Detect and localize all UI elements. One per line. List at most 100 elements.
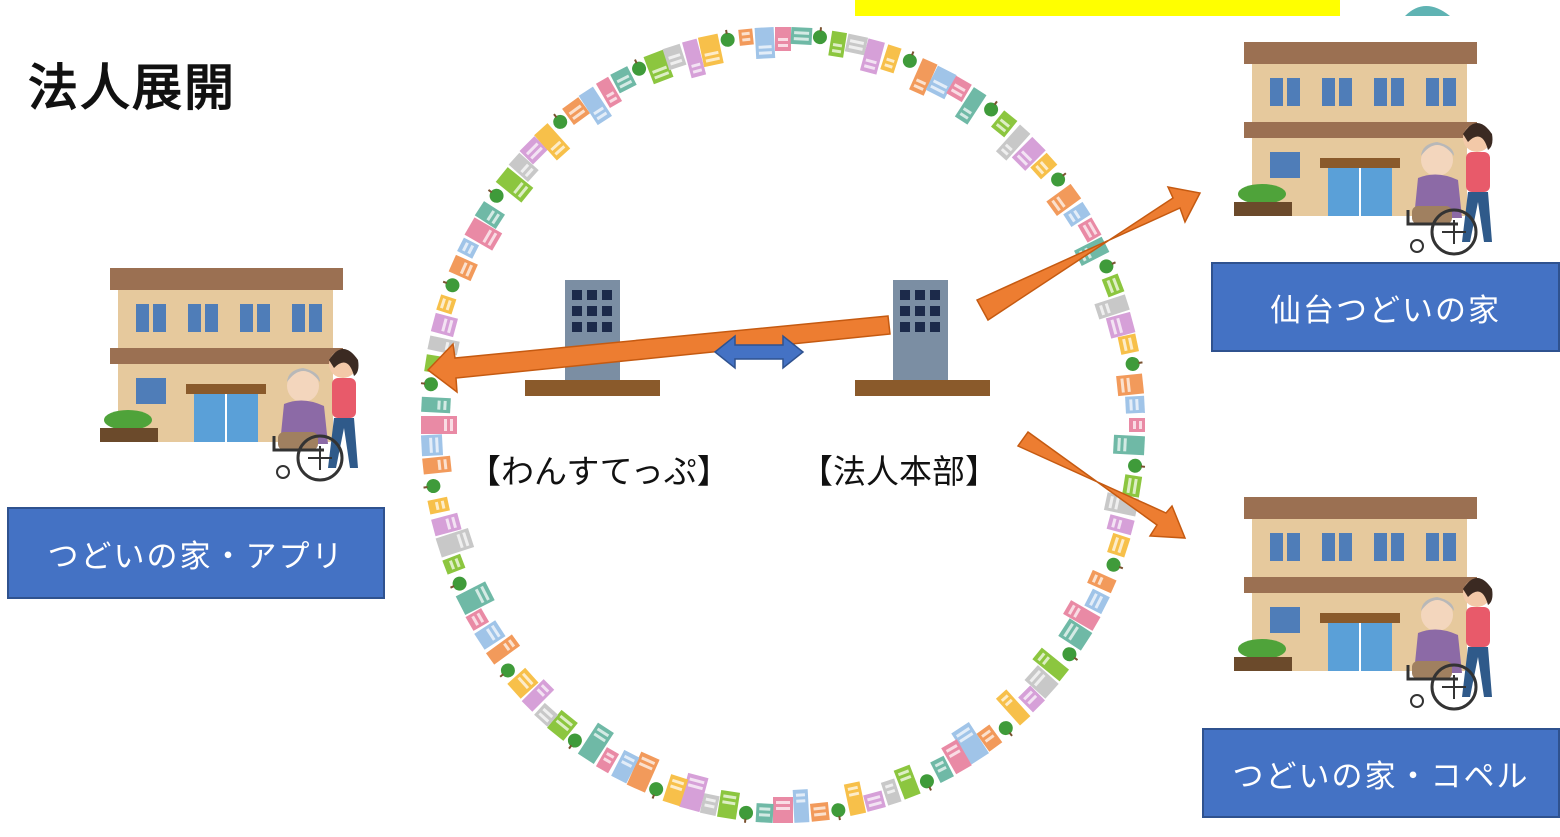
town-building [880, 44, 902, 74]
arrow-to-sendai [975, 185, 1202, 322]
facility-box-app: つどいの家・アプリ [7, 507, 385, 599]
town-building [1105, 311, 1136, 339]
town-building [828, 30, 848, 58]
top-banner [855, 0, 1340, 16]
town-building [951, 722, 990, 765]
town-building [1024, 665, 1059, 699]
town-building [1128, 458, 1146, 473]
town-building [421, 396, 451, 414]
town-building [495, 167, 534, 203]
town-building [1113, 434, 1145, 456]
town-ring [420, 26, 1146, 823]
town-building [1063, 201, 1091, 228]
town-building [508, 152, 539, 183]
town-building [455, 581, 495, 616]
town-building [595, 747, 620, 774]
town-building [717, 789, 741, 820]
facility-name-app: つどいの家・アプリ [47, 538, 345, 575]
town-building [1011, 136, 1046, 171]
town-building [448, 254, 478, 282]
town-building [1099, 259, 1116, 274]
town-building [792, 789, 810, 823]
town-building [662, 43, 687, 71]
town-building [919, 774, 934, 791]
town-building [893, 764, 921, 800]
town-building [430, 312, 458, 338]
town-building [435, 527, 475, 558]
town-building [1087, 569, 1117, 594]
town-building [1117, 333, 1139, 355]
town-building [831, 803, 846, 821]
town-building [649, 782, 664, 799]
town-building [474, 201, 505, 229]
town-building [1129, 418, 1145, 432]
town-building [739, 805, 754, 823]
town-building [682, 38, 707, 79]
town-building [1106, 557, 1124, 572]
town-building [1084, 588, 1110, 615]
town-building [521, 679, 555, 712]
town-building [562, 97, 591, 126]
town-building [487, 188, 504, 203]
town-building [990, 110, 1018, 138]
care-facility-illustration [1234, 42, 1493, 256]
town-building [431, 512, 462, 537]
town-building [754, 27, 776, 59]
town-building [843, 781, 867, 816]
page-title: 法人展開 [28, 59, 236, 117]
town-building [427, 496, 450, 515]
town-building [1077, 217, 1102, 243]
town-building [1122, 474, 1143, 498]
town-building [632, 59, 647, 76]
town-building [507, 667, 539, 699]
town-building [909, 58, 938, 96]
arrow-to-copel [1016, 430, 1187, 539]
headquarters-label: 【法人本部】 [800, 452, 998, 491]
town-building [1063, 600, 1101, 631]
town-building [422, 455, 452, 475]
town-building [998, 721, 1013, 737]
town-building [1051, 172, 1067, 187]
town-building [995, 689, 1031, 726]
town-building [420, 377, 438, 392]
town-building [1101, 273, 1125, 298]
town-building [610, 66, 637, 94]
town-building [1030, 152, 1058, 180]
care-facility-illustration [100, 268, 359, 482]
town-building [880, 778, 902, 806]
town-building [1106, 514, 1135, 536]
town-building [450, 576, 467, 591]
town-building [577, 722, 614, 764]
town-building [755, 803, 774, 823]
town-building [499, 663, 515, 678]
town-building [519, 136, 548, 165]
office-building-icon [525, 280, 660, 396]
facility-name-sendai: 仙台つどいの家 [1270, 292, 1501, 329]
town-building [1018, 685, 1046, 713]
town-building [626, 751, 660, 793]
town-building [984, 100, 999, 117]
town-building [595, 76, 623, 109]
town-building [421, 416, 457, 434]
town-building [720, 29, 735, 47]
wanstep-label: 【わんすてっぷ】 [468, 452, 730, 491]
town-building [1032, 647, 1070, 682]
facility-box-sendai: 仙台つどいの家 [1211, 262, 1560, 352]
town-building [699, 793, 720, 816]
town-building [457, 237, 480, 259]
facility-box-copel: つどいの家・コペル [1202, 728, 1560, 818]
care-facility-illustration [1234, 497, 1493, 711]
town-building [812, 27, 827, 45]
town-building [697, 33, 724, 68]
town-building [534, 702, 559, 727]
town-building [662, 774, 689, 807]
town-building [420, 434, 444, 457]
town-building [1046, 183, 1082, 217]
town-building [954, 87, 987, 125]
town-building [902, 51, 917, 68]
town-building [844, 33, 869, 56]
town-building [946, 75, 972, 103]
town-building [863, 790, 886, 812]
town-building [1116, 373, 1145, 397]
